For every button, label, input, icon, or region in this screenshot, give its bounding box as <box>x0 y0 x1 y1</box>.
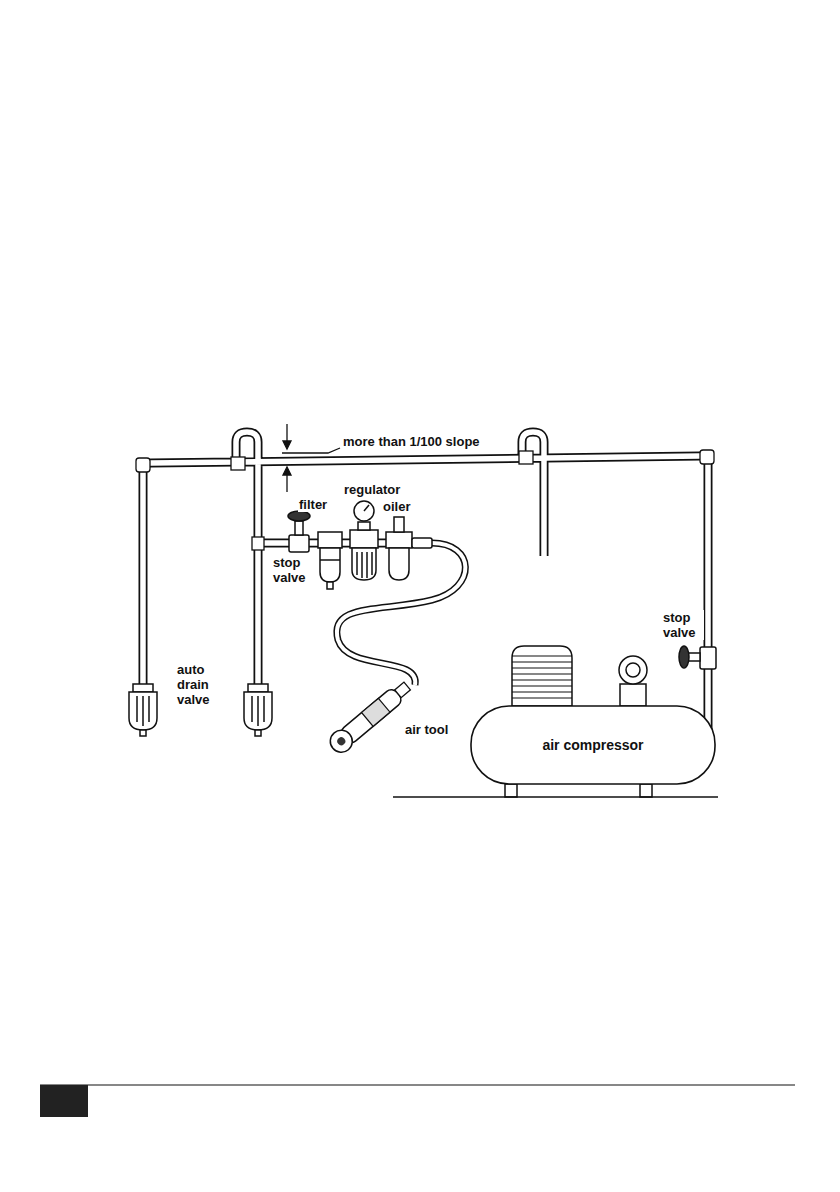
air-tool <box>326 678 414 757</box>
tank-label: air compressor <box>540 737 645 753</box>
pipe-fittings <box>136 450 714 550</box>
stop-valve <box>679 646 716 669</box>
part-label: regulator <box>343 482 401 497</box>
part-label: auto drain valve <box>176 662 222 707</box>
compressor-motor <box>512 646 647 706</box>
part-label: air tool <box>404 722 449 737</box>
part-label: stop valve <box>662 610 704 640</box>
slope-dimension <box>282 424 340 492</box>
part-label: oiler <box>382 499 411 514</box>
floor-line <box>393 796 718 798</box>
air-hose <box>337 543 466 685</box>
part-label: filter <box>298 497 328 512</box>
compressor-legs <box>505 784 652 797</box>
filter-regulator-oiler <box>318 501 432 589</box>
page-number-box <box>40 1085 88 1117</box>
part-label: more than 1/100 slope <box>342 434 481 449</box>
pipework <box>143 432 708 736</box>
compressor-tank: air compressor <box>470 705 716 785</box>
footer-rule <box>40 1084 795 1085</box>
stop-valve <box>288 511 310 552</box>
part-label: stop valve <box>272 555 316 585</box>
